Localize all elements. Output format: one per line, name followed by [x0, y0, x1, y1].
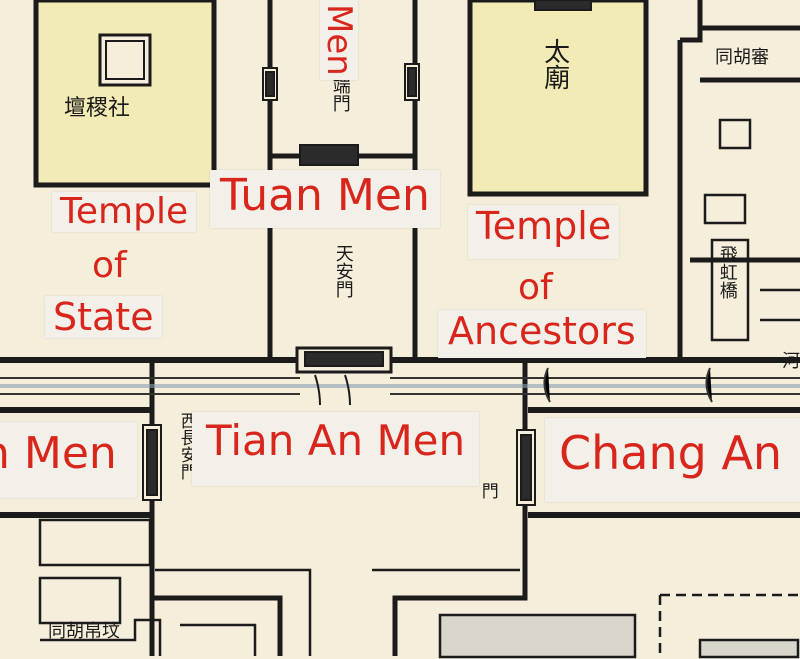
feihongqiao-text: 飛虹橋	[716, 245, 738, 299]
temple-of-state-enclosure	[33, 0, 217, 188]
label-men-vertical: Men	[319, 0, 359, 80]
xichanganmen-text: 西長安門	[176, 412, 197, 480]
moat-water	[0, 367, 800, 403]
label-temple-of-ancestors-line3: Ancestors	[438, 310, 646, 358]
bottom-left-hutong-text: 同胡帛坟	[48, 621, 120, 642]
label-temple-of-state-line2: of	[92, 245, 127, 286]
tiananmen-text: 天安門	[332, 244, 354, 298]
label-chang-an: Chang An	[545, 418, 800, 502]
label-left-men: n Men	[0, 422, 137, 498]
label-tian-an-men: Tian An Men	[192, 412, 480, 486]
tuan-men-gate	[299, 144, 359, 166]
label-temple-of-state-line1: Temple	[52, 192, 197, 232]
label-tuan-men: Tuan Men	[210, 170, 440, 228]
river-text: 河	[782, 351, 800, 372]
label-temple-of-ancestors-line2: of	[518, 267, 553, 308]
dongchanganmen-text: 門	[477, 482, 498, 499]
duanmen-text: 端門	[329, 76, 351, 112]
label-temple-of-state-line3: State	[45, 296, 162, 338]
taimiao-text: 太廟	[539, 38, 570, 90]
label-temple-of-ancestors-line1: Temple	[468, 205, 620, 259]
shejitan-text: 壇稷社	[64, 96, 131, 121]
top-right-hutong-text: 同胡審	[715, 47, 769, 68]
temple-of-ancestors-enclosure	[467, 0, 649, 197]
